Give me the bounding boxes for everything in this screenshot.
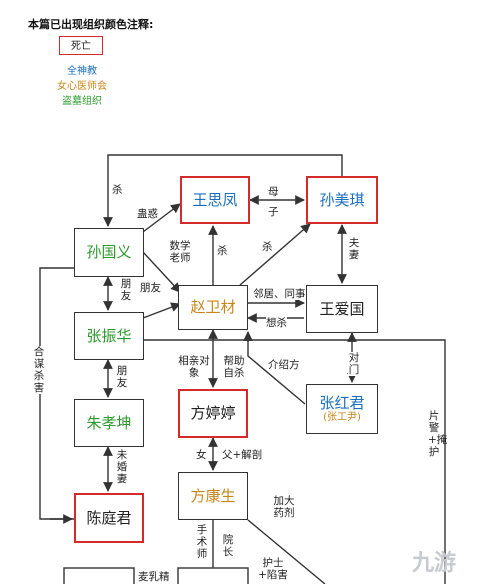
node-zhang-zhenhua: 张振华 <box>74 312 144 360</box>
rel-more-drug: 加大药剂 <box>272 495 296 520</box>
rel-fiance: 未婚妻 <box>116 449 128 486</box>
node-label: 孙国义 <box>86 243 132 262</box>
rel-neighbor: 邻居、同事 <box>253 288 306 301</box>
rel-seduce: 蛊惑 <box>137 208 158 221</box>
node-label: 孙美琪 <box>319 190 365 209</box>
node-label: 王思凤 <box>192 190 238 209</box>
rel-father-dissect: 父+解剖 <box>222 449 263 462</box>
rel-conspire: 合谋杀害 <box>33 346 45 395</box>
legend-org-2: 女心医师会 <box>57 81 107 92</box>
rel-friend-sun-zhang: 朋友 <box>120 278 132 303</box>
rel-introduce: 介绍方 <box>268 359 300 372</box>
legend-dead-box: 死亡 <box>59 36 103 55</box>
rel-husband-wife: 夫妻 <box>348 237 360 262</box>
node-label: 张红君 <box>319 393 365 412</box>
rel-female: 女 <box>196 449 207 462</box>
watermark-logo: 九游 <box>412 551 457 576</box>
node-sun-meiqi: 孙美琪 <box>306 176 378 224</box>
rel-kill-wang: 杀 <box>217 245 228 258</box>
node-wang-aiguo: 王爱国 <box>306 285 378 333</box>
node-fang-kangsheng: 方康生 <box>178 472 248 520</box>
rel-friend-zhang-zhao: 朋友 <box>140 282 161 295</box>
legend-title: 本篇已出现组织颜色注释: <box>28 18 154 31</box>
node-zhao-weicai: 赵卫材 <box>178 285 248 330</box>
rel-mother: 母 <box>268 186 279 199</box>
node-zhu-xiaokun: 朱孝坤 <box>74 399 144 447</box>
node-alias: (张工尹) <box>323 412 361 424</box>
node-wang-sifeng: 王思凤 <box>180 176 250 224</box>
node-label: 朱孝坤 <box>86 413 132 432</box>
rel-dean: 院长 <box>222 534 234 559</box>
node-label: 王爱国 <box>319 299 365 318</box>
rel-opposite-door: 对门 <box>348 352 360 377</box>
rel-son: 子 <box>268 206 279 219</box>
rel-milk: 麦乳精 <box>138 571 170 584</box>
rel-nurse-frame: 护士+陷害 <box>258 557 288 582</box>
node-label: 方康生 <box>190 486 236 505</box>
legend-org-3: 盗墓组织 <box>62 96 102 107</box>
node-sun-guoyi: 孙国义 <box>74 228 144 277</box>
rel-math-teacher: 数学老师 <box>169 240 191 265</box>
legend-org-1: 全神教 <box>67 66 97 77</box>
node-label: 赵卫材 <box>190 298 236 317</box>
node-label: 方婷婷 <box>190 404 236 423</box>
rel-friend-zhang-zhu: 朋友 <box>116 365 128 390</box>
rel-surgeon: 手术师 <box>196 524 208 561</box>
node-chen-tingjun: 陈庭君 <box>74 493 144 543</box>
rel-blind-date: 相亲对象 <box>178 355 210 380</box>
rel-kill-sun: 杀 <box>262 241 273 254</box>
rel-help-suicide: 帮助自杀 <box>223 355 245 380</box>
node-label: 张振华 <box>86 326 132 345</box>
node-label: 陈庭君 <box>86 508 132 527</box>
node-zhang-hongjun: 张红君 (张工尹) <box>306 384 378 434</box>
node-fang-tingting: 方婷婷 <box>178 389 248 438</box>
rel-kill-top: 杀 <box>112 184 123 197</box>
rel-police-cover: 片警+掩护 <box>428 410 448 459</box>
rel-want-kill: 想杀 <box>266 317 287 330</box>
